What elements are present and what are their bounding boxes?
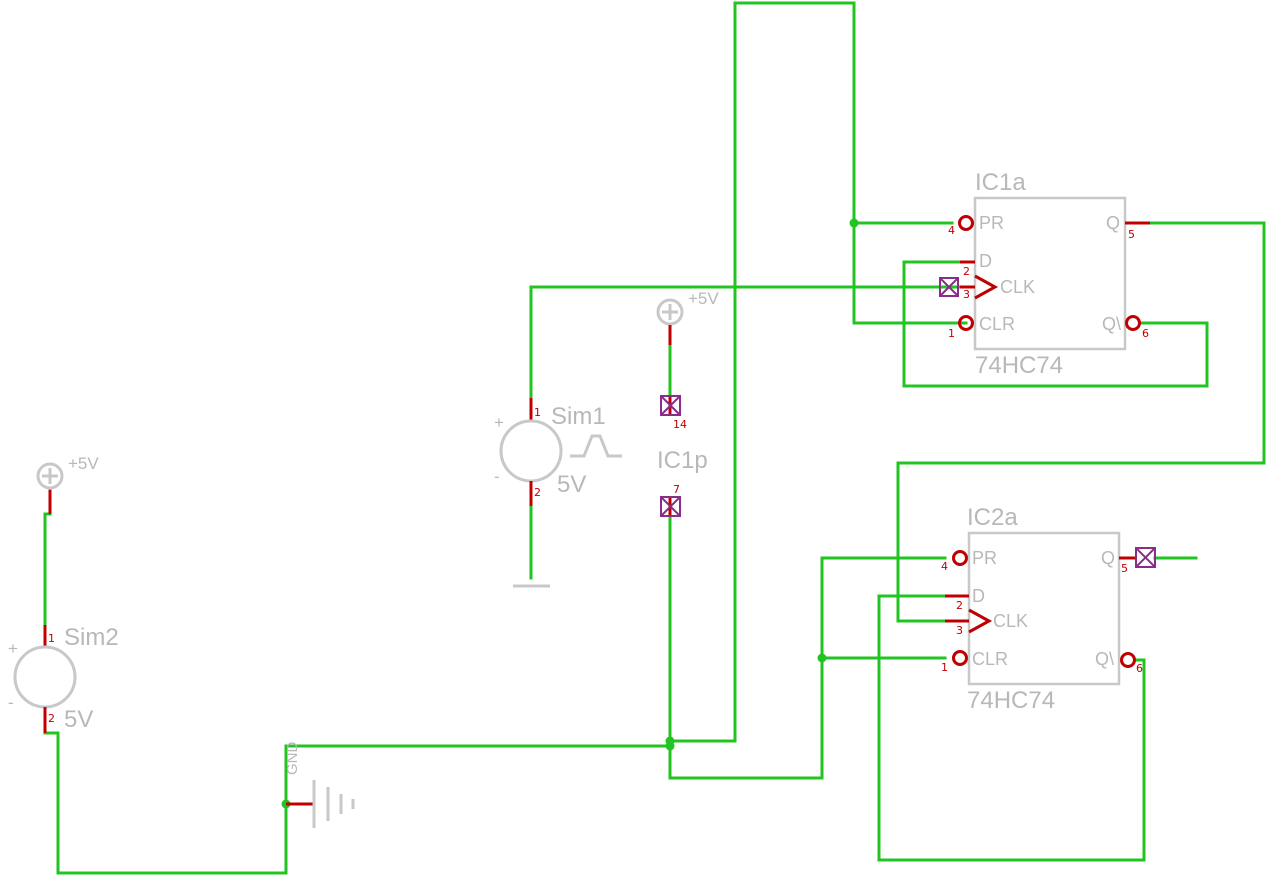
ic2a-pr-label: PR [972, 548, 997, 568]
ic1a-component[interactable]: IC1a 74HC74 PR 4 D 2 CLK 3 CLR 1 Q 5 Q\ … [948, 169, 1150, 379]
wires [43, 1, 1266, 875]
sim1-plus: + [494, 413, 504, 432]
ic1p-gnd-num: 7 [673, 483, 680, 496]
supply-left-label: +5V [68, 454, 99, 473]
sim2-pin1-num: 1 [48, 632, 55, 645]
junction-dot [665, 741, 675, 751]
sim1-value: 5V [557, 471, 586, 498]
ic1a-clk-label: CLK [1000, 277, 1035, 297]
sim2-ref: Sim2 [64, 624, 119, 651]
ic1p-vcc-num: 14 [673, 418, 687, 431]
junctions [281, 218, 859, 809]
sim2-source[interactable]: 1 + - 2 Sim2 5V [8, 490, 119, 733]
sim2-pin2-num: 2 [48, 712, 55, 725]
ic2a-qn-num: 6 [1136, 662, 1143, 675]
ic1a-qn-num: 6 [1142, 327, 1149, 340]
ic2a-q-label: Q [1101, 548, 1115, 568]
ic1a-qn-bubble[interactable] [1125, 315, 1141, 331]
ic1a-value: 74HC74 [975, 352, 1063, 379]
ic2a-component[interactable]: IC2a 74HC74 PR 4 D 2 CLK 3 CLR 1 Q 5 Q\ … [941, 504, 1156, 714]
ic2a-body [967, 531, 1121, 686]
ground-symbol[interactable]: GND [284, 742, 355, 829]
ic1a-ref: IC1a [975, 169, 1026, 196]
sim2-plus: + [8, 639, 18, 658]
ic1a-clr-num: 1 [948, 327, 955, 340]
wire-ic1p-gnd[interactable] [668, 513, 947, 780]
ic1p-component[interactable]: 14 IC1p 7 [657, 395, 708, 517]
ic2a-qn-bubble[interactable] [1120, 652, 1136, 668]
no-connect-marker [1135, 547, 1156, 568]
ic1a-clr-bubble[interactable] [958, 315, 974, 331]
ic1a-clr-label: CLR [979, 314, 1015, 334]
ic2a-clr-bubble[interactable] [952, 650, 968, 666]
ic2a-q-num: 5 [1121, 562, 1128, 575]
wire-ic1a-feedback[interactable] [902, 260, 1209, 388]
supply-top[interactable]: +5V [656, 289, 719, 345]
wire-ic1a-q-to-ic2a-clk[interactable] [896, 221, 1266, 623]
supply-left[interactable]: +5V [36, 454, 99, 490]
ic2a-pr-num: 4 [941, 560, 948, 573]
ic1a-clk-marker [939, 277, 959, 297]
sim2-body [13, 645, 77, 709]
wire-ic2a-feedback[interactable] [877, 594, 1146, 862]
pulse-waveform-icon [570, 434, 622, 458]
ic1a-qn-label: Q\ [1102, 314, 1121, 334]
ic2a-ref: IC2a [967, 504, 1018, 531]
ic1a-d-label: D [979, 251, 992, 271]
sim1-pin2-num: 2 [534, 486, 541, 499]
ic1a-clk-triangle [974, 274, 999, 300]
ic1a-pr-num: 4 [948, 224, 955, 237]
sim1-minus: - [494, 467, 500, 486]
junction-dot [849, 218, 859, 228]
ic2a-d-num: 2 [956, 599, 963, 612]
sim1-ref: Sim1 [551, 403, 606, 430]
sim2-minus: - [8, 693, 14, 712]
sim2-value: 5V [64, 706, 93, 733]
ic2a-clk-num: 3 [956, 624, 963, 637]
ground-label: GND [284, 742, 301, 776]
ic1a-body [973, 196, 1127, 351]
sim1-pin1-num: 1 [534, 406, 541, 419]
supply-circle-icon [656, 298, 684, 326]
ic1a-pr-bubble[interactable] [958, 215, 974, 231]
junction-dot [817, 653, 827, 663]
ic2a-pr-bubble[interactable] [952, 550, 968, 566]
ic2a-clr-num: 1 [941, 661, 948, 674]
supply-circle-icon [36, 462, 64, 490]
wire-clock-net[interactable] [529, 285, 962, 400]
ic1a-clk-num: 3 [963, 288, 970, 301]
ic2a-clr-label: CLR [972, 649, 1008, 669]
ic2a-d-label: D [972, 586, 985, 606]
ic1a-q-num: 5 [1128, 228, 1135, 241]
ic2a-clk-label: CLK [993, 611, 1028, 631]
ic1p-vcc-marker [660, 395, 681, 416]
wire-gnd-to-topnet[interactable] [668, 1, 968, 743]
supply-top-label: +5V [688, 289, 719, 308]
sim1-body [499, 419, 563, 483]
ic2a-clk-triangle [968, 608, 993, 634]
ic1p-ref: IC1p [657, 447, 708, 474]
ground-icon [312, 780, 355, 828]
ic1a-pr-label: PR [979, 213, 1004, 233]
sim1-source[interactable]: 1 + - 2 Sim1 5V [494, 398, 622, 506]
ic1p-gnd-marker [660, 496, 681, 517]
ic2a-value: 74HC74 [967, 687, 1055, 714]
wire-sim2-gnd[interactable] [43, 731, 288, 875]
ic2a-qn-label: Q\ [1095, 649, 1114, 669]
ic1a-q-label: Q [1106, 213, 1120, 233]
ic1a-d-num: 2 [963, 265, 970, 278]
